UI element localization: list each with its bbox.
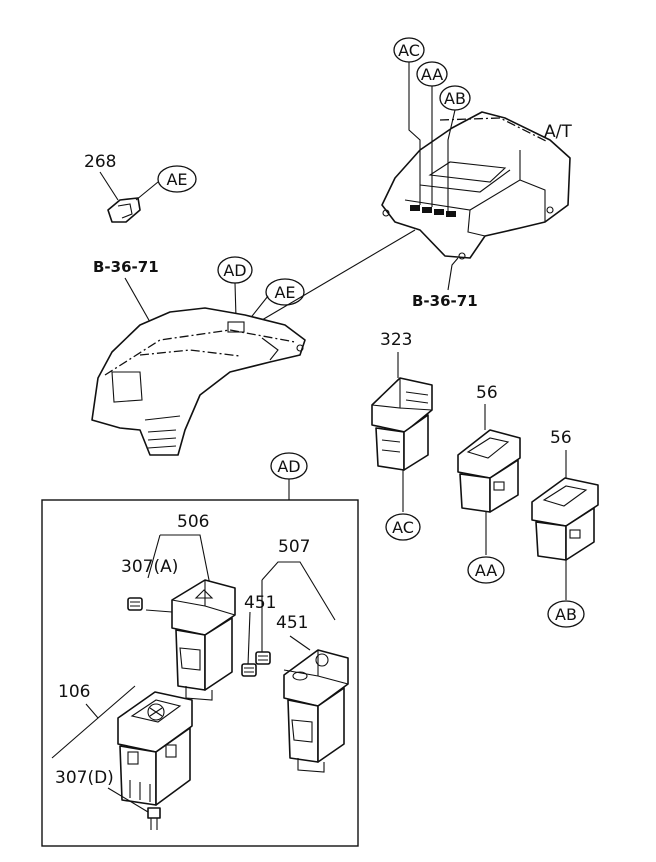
switch-507 [283, 649, 349, 773]
switch-506 [171, 579, 236, 701]
svg-text:AB: AB [444, 89, 466, 108]
callout-ae-top: AE [157, 165, 197, 193]
part-number-56-b: 56 [550, 428, 572, 448]
part-number-507: 507 [278, 537, 310, 557]
svg-text:AA: AA [421, 65, 443, 84]
part-number-307d: 307(D) [55, 768, 114, 788]
callout-ad-inset: AD [270, 452, 308, 480]
clip-268 [107, 197, 141, 223]
callout-ab: AB [439, 85, 471, 111]
svg-text:AC: AC [398, 41, 420, 60]
switch-323 [371, 377, 433, 471]
inset-frame [41, 499, 359, 847]
svg-text:AC: AC [392, 518, 414, 537]
callout-aa-bottom: AA [467, 556, 505, 584]
callout-ae-mid: AE [265, 278, 305, 306]
console-lower [91, 307, 306, 456]
part-number-323: 323 [380, 330, 412, 350]
part-number-451-a: 451 [244, 593, 276, 613]
callout-ab-bottom: AB [547, 600, 585, 628]
part-number-307a: 307(A) [121, 557, 178, 577]
switch-56-b [531, 477, 599, 561]
part-number-268: 268 [84, 152, 116, 172]
callout-ac: AC [393, 37, 425, 63]
svg-text:AE: AE [166, 170, 187, 189]
switch-106 [117, 691, 193, 806]
reference-b-36-71-left: B-36-71 [93, 258, 159, 276]
callout-ac-bottom: AC [385, 513, 421, 541]
callout-aa: AA [416, 61, 448, 87]
console-at [381, 111, 571, 260]
part-number-451-b: 451 [276, 613, 308, 633]
at-variant-label: A/T [544, 122, 572, 142]
fastener-307d [147, 807, 161, 830]
part-number-106: 106 [58, 682, 90, 702]
callout-ad-top: AD [217, 256, 253, 284]
fastener-451-b [255, 651, 271, 665]
reference-b-36-71-right: B-36-71 [412, 292, 478, 310]
part-number-56-a: 56 [476, 383, 498, 403]
svg-text:AB: AB [555, 605, 577, 624]
part-number-506: 506 [177, 512, 209, 532]
fastener-451-a [241, 663, 257, 677]
svg-text:AA: AA [475, 561, 497, 580]
svg-text:AD: AD [277, 457, 300, 476]
svg-text:AE: AE [274, 283, 295, 302]
fastener-307a [127, 597, 143, 611]
svg-text:AD: AD [223, 261, 246, 280]
switch-56-a [457, 429, 521, 513]
